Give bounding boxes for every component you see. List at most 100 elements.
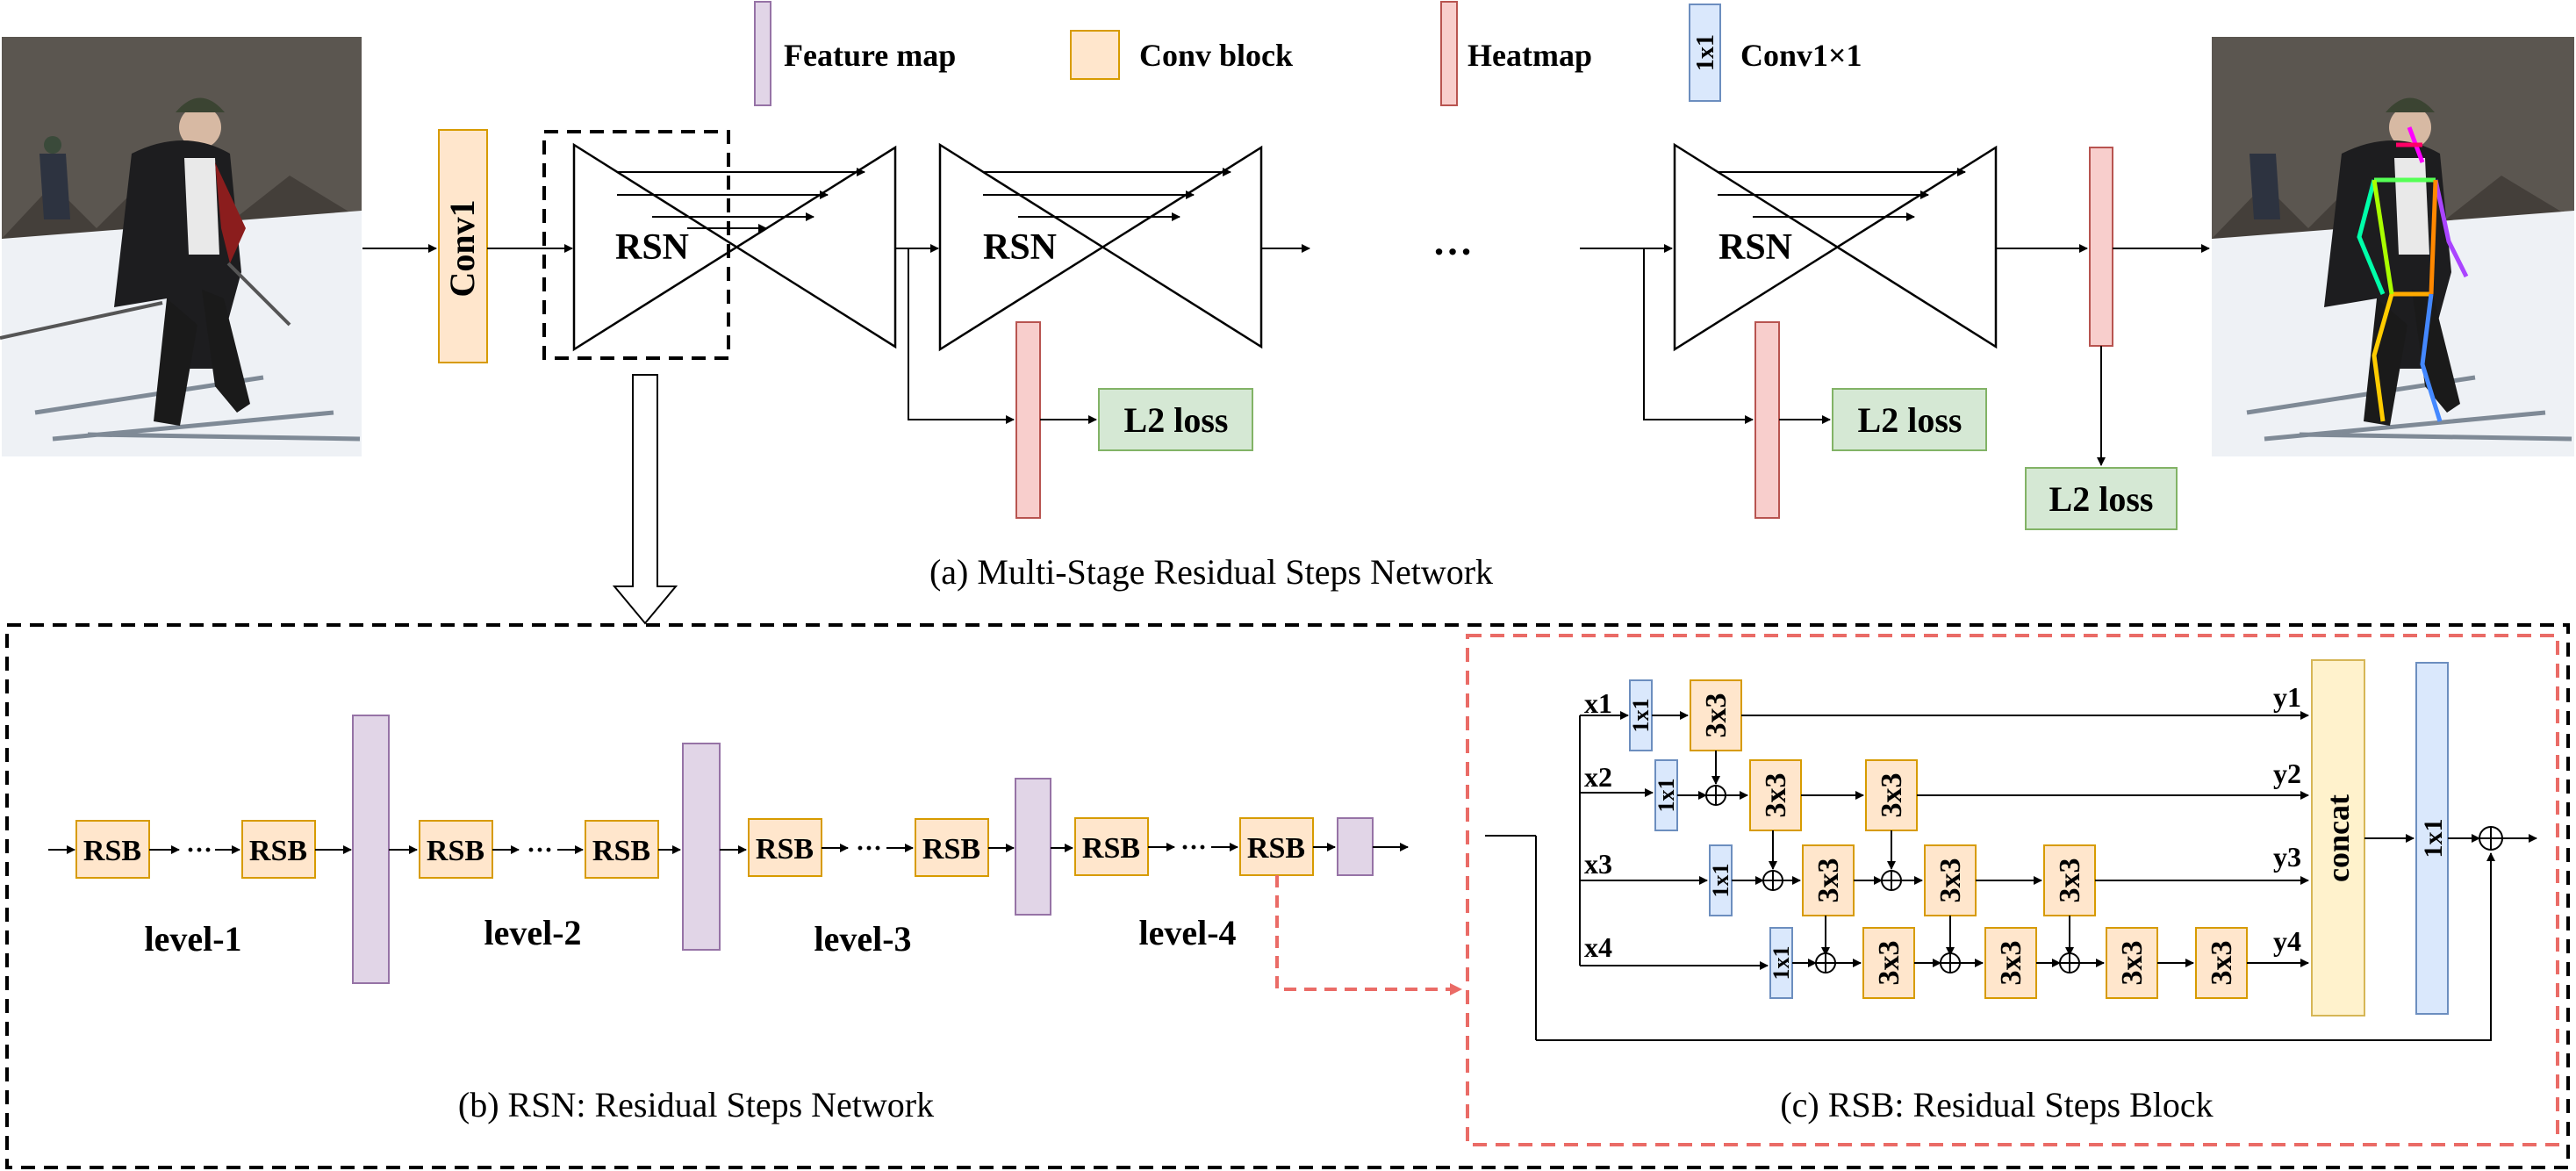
- concat-label: concat: [2321, 794, 2356, 882]
- stage-a-multi-stage: Conv1 RSN RSN L2 loss …: [362, 129, 2210, 625]
- legend: Feature map Conv block Heatmap 1x1 Conv1…: [754, 1, 1862, 106]
- rsb-level2-a-label: RSB: [427, 835, 484, 867]
- feature-map-level4: [1337, 817, 1374, 876]
- rsn-stage-n: RSN: [1673, 142, 1998, 352]
- dots-level2: ···: [527, 836, 553, 865]
- level-2-label: level-2: [484, 913, 581, 952]
- rsb-level4-b-label: RSB: [1247, 832, 1305, 865]
- dots-level1: ···: [186, 836, 212, 865]
- legend-conv1x1-swatch-label: 1x1: [1692, 34, 1719, 71]
- caption-c: (c) RSB: Residual Steps Block: [1780, 1085, 2213, 1124]
- feature-map-level1: [352, 715, 390, 984]
- output-y4: y4: [2273, 925, 2301, 957]
- rsn-detail-frame: [5, 623, 2570, 1169]
- l2-loss-stage-n-minus-1-label: L2 loss: [1858, 400, 1962, 440]
- legend-conv-block-label: Conv block: [1139, 38, 1293, 73]
- rsb-row1-conv3x3-a-label: 3x3: [1700, 693, 1733, 738]
- l2-loss-stage-n-minus-1: [1832, 388, 1987, 451]
- rsn-stage-2: RSN: [938, 142, 1263, 352]
- conv1-label: Conv1: [442, 199, 482, 297]
- rsb-row4-conv1x1: [1769, 927, 1793, 999]
- l2-loss-final: [2025, 467, 2178, 530]
- rsb-row3-conv3x3-b: [1924, 844, 1977, 916]
- rsb-row2-conv3x3-a: [1749, 759, 1802, 831]
- rsb-row4-conv3x3-a-label: 3x3: [1873, 941, 1905, 986]
- output-y3: y3: [2273, 841, 2301, 873]
- rsb-level2-a: [419, 820, 493, 879]
- heatmap-stage-n-minus-1: [1754, 321, 1780, 519]
- rsb-level2-b: [585, 820, 659, 879]
- level-3-label: level-3: [814, 919, 911, 959]
- dots-level4: ···: [1180, 833, 1207, 862]
- rsb-row1-conv1x1-label: 1x1: [1628, 699, 1654, 733]
- legend-feature-map-label: Feature map: [784, 38, 956, 73]
- output-y1: y1: [2273, 681, 2301, 713]
- rsb-level4-a: [1074, 817, 1149, 876]
- l2-loss-stage-1-label: L2 loss: [1124, 400, 1229, 440]
- l2-loss-final-label: L2 loss: [2049, 479, 2154, 519]
- input-x1: x1: [1584, 687, 1612, 719]
- rsb-level3-a: [748, 818, 822, 877]
- final-conv1x1-block: [2415, 662, 2449, 1015]
- final-conv1x1-label: 1x1: [2419, 819, 2448, 858]
- rsb-level4-a-label: RSB: [1082, 832, 1140, 865]
- rsb-level3-a-label: RSB: [756, 833, 814, 866]
- stages-ellipsis: …: [1432, 219, 1473, 263]
- rsn-stage-n-label: RSN: [1719, 227, 1792, 268]
- level-4-label: level-4: [1138, 913, 1236, 952]
- feature-map-level2: [682, 743, 721, 951]
- input-x3: x3: [1584, 848, 1612, 880]
- dots-level3: ···: [856, 834, 882, 863]
- output-y2: y2: [2273, 758, 2301, 789]
- rsn-zoom-highlight: [542, 130, 730, 360]
- output-photo-with-skeleton: [2212, 37, 2574, 456]
- caption-a: (a) Multi-Stage Residual Steps Network: [929, 552, 1493, 592]
- legend-heatmap-swatch: [1440, 1, 1458, 106]
- legend-feature-map-swatch: [754, 1, 771, 106]
- legend-heatmap-label: Heatmap: [1467, 38, 1592, 73]
- rsb-zoom-connector: [1275, 875, 1462, 995]
- conv1-block: [438, 129, 488, 363]
- rsb-row4-conv1x1-label: 1x1: [1769, 946, 1794, 981]
- rsb-row3-conv1x1: [1709, 844, 1733, 916]
- rsb-row4-conv3x3-c-label: 3x3: [2116, 941, 2149, 986]
- feature-map-level3: [1015, 778, 1051, 916]
- rsb-row2-conv1x1-label: 1x1: [1654, 779, 1679, 813]
- rsb-level1-b: [241, 820, 316, 879]
- rsb-row3-conv3x3-c-label: 3x3: [2054, 858, 2086, 903]
- stage-b-rsn: RSB ··· RSB level-1 RSB ··· RSB level-2 …: [5, 623, 2570, 1169]
- rsb-row2-conv3x3-a-label: 3x3: [1760, 773, 1792, 818]
- input-x4: x4: [1584, 931, 1612, 963]
- input-photo: [0, 37, 362, 456]
- legend-conv-block-swatch: [1070, 30, 1120, 80]
- legend-conv1x1-swatch: [1689, 4, 1721, 102]
- rsn-stage-1-label: RSN: [615, 227, 689, 268]
- rsb-row4-conv3x3-b: [1984, 927, 2037, 999]
- rsb-row2-conv3x3-b-label: 3x3: [1876, 773, 1908, 818]
- zoom-down-arrow: [612, 374, 678, 625]
- rsb-row4-conv3x3-b-label: 3x3: [1995, 941, 2027, 986]
- rsb-row3-conv1x1-label: 1x1: [1708, 864, 1733, 898]
- rsb-detail-frame: [1466, 634, 2559, 1146]
- input-x2: x2: [1584, 761, 1612, 793]
- heatmap-stage-1: [1015, 321, 1041, 519]
- heatmap-final: [2089, 147, 2113, 347]
- rsb-row3-conv3x3-a-label: 3x3: [1812, 858, 1845, 903]
- rsb-level4-b: [1239, 817, 1314, 876]
- rsb-level3-b-label: RSB: [922, 833, 980, 866]
- rsb-row3-conv3x3-c: [2043, 844, 2096, 916]
- rsb-level2-b-label: RSB: [592, 835, 650, 867]
- rsb-row3-conv3x3-b-label: 3x3: [1934, 858, 1967, 903]
- concat-block: [2311, 659, 2365, 1017]
- stage-c-rsb: x1 x2 x3 x4 1x1 3x3 y1 1x1 3x3 3x3 y2 1x…: [1466, 634, 2559, 1146]
- rsb-level1-a-label: RSB: [83, 835, 141, 867]
- level-1-label: level-1: [144, 919, 241, 959]
- caption-b: (b) RSN: Residual Steps Network: [458, 1085, 934, 1124]
- rsb-row4-conv3x3-c: [2106, 927, 2158, 999]
- l2-loss-stage-1: [1098, 388, 1253, 451]
- rsn-stage-1: RSN: [572, 142, 897, 352]
- rsb-row3-conv3x3-a: [1802, 844, 1855, 916]
- rsb-level1-b-label: RSB: [249, 835, 307, 867]
- rsn-stage-2-label: RSN: [983, 227, 1057, 268]
